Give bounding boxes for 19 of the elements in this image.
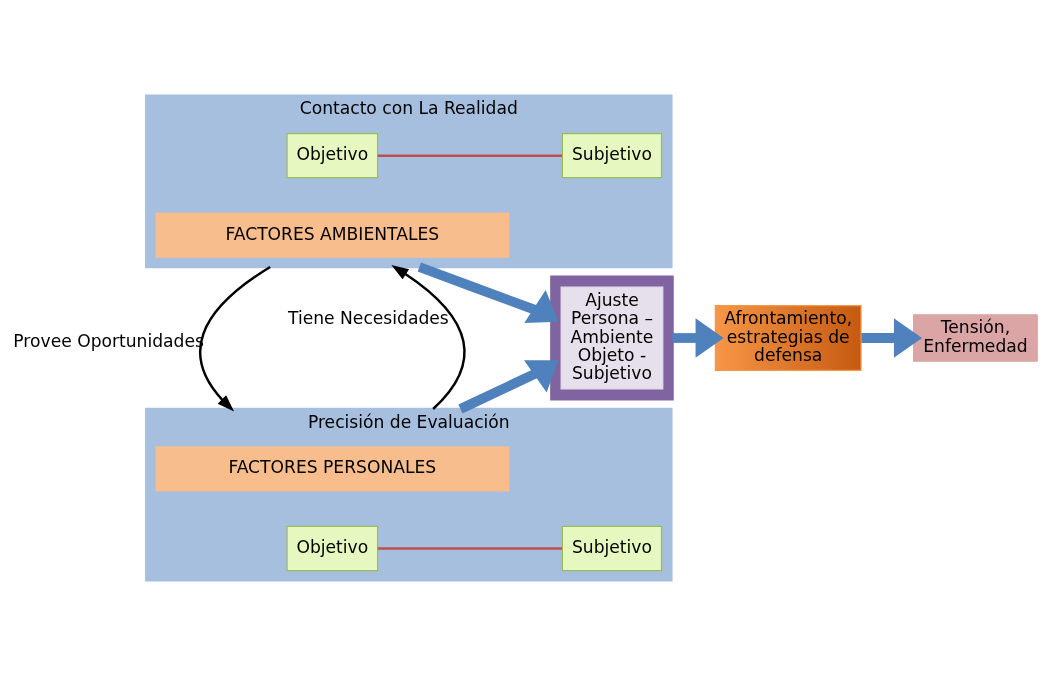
arrow <box>672 317 724 358</box>
node-box: Objetivo <box>286 132 379 178</box>
connector <box>377 153 562 157</box>
node-box: FACTORES AMBIENTALES <box>155 212 510 258</box>
connector <box>377 546 562 550</box>
arrow <box>417 261 559 323</box>
node-box: Subjetivo <box>561 132 663 178</box>
edge-label: Tiene Necesidades <box>288 307 449 328</box>
arrow <box>391 264 466 410</box>
arrow <box>199 265 271 412</box>
cluster <box>550 275 674 400</box>
node-box: Subjetivo <box>561 525 663 571</box>
arrow <box>458 359 559 413</box>
node-box: Afrontamiento, estrategias de defensa <box>714 304 862 371</box>
node-box: Tensión, Enfermedad <box>913 313 1038 362</box>
arrow <box>861 317 923 358</box>
node-box: FACTORES PERSONALES <box>155 445 510 492</box>
node-box: Ajuste Persona – Ambiente Objeto - Subjetivo <box>560 286 664 389</box>
node-box: Objetivo <box>286 525 379 571</box>
